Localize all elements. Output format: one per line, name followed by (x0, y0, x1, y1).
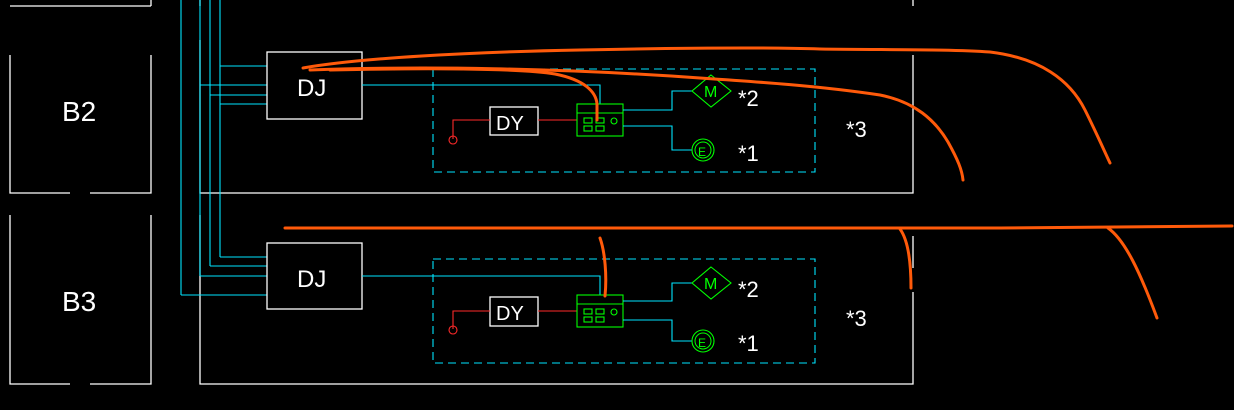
wire-motor-lower (623, 282, 692, 302)
controller-upper[interactable] (576, 103, 624, 137)
sensor-count-upper: *1 (738, 141, 759, 166)
power-line-upper (452, 119, 490, 139)
group-count-lower: *3 (846, 306, 867, 331)
markup-stroke-drop-center (898, 227, 913, 290)
power-terminal-lower (448, 325, 458, 335)
room-label-b3: B3 (62, 286, 96, 317)
wire-sensor-lower (623, 319, 692, 342)
distribution-box-lower-label: DJ (297, 266, 326, 293)
power-terminal-upper (448, 135, 458, 145)
motor-symbol-upper: M (704, 84, 717, 101)
markup-stroke-top-long (301, 46, 1112, 165)
room-outlines (9, 0, 914, 385)
power-unit-upper[interactable] (489, 106, 539, 136)
power-unit-upper-label: DY (496, 113, 524, 135)
motor-count-lower: *2 (738, 277, 759, 302)
sensor-icon-lower[interactable] (691, 329, 715, 353)
sensor-count-lower: *1 (738, 331, 759, 356)
floor-upper: DJ DY M *2 E *1 *3 (266, 51, 867, 173)
device-group-frame-upper (432, 68, 816, 173)
sensor-icon-upper-inner (694, 141, 712, 159)
markup-stroke-horizontal (283, 224, 1234, 230)
power-unit-lower-label: DY (496, 303, 524, 325)
room-label-b2: B2 (62, 96, 96, 127)
markup-stroke-drop-lower (598, 236, 608, 298)
room-b3-outline (9, 215, 152, 385)
power-line-lower (452, 310, 490, 329)
sensor-symbol-upper: E (698, 145, 706, 159)
motor-icon-lower[interactable] (691, 266, 732, 300)
room-b2-outline (9, 0, 152, 194)
motor-icon-upper[interactable] (691, 74, 732, 108)
enclosure-lower (199, 215, 914, 385)
floor-lower: DJ DY M *2 E *1 *3 (266, 242, 867, 364)
riser-wires (180, 0, 267, 296)
wire-motor-upper (623, 90, 692, 111)
sensor-icon-lower-inner (694, 332, 712, 350)
motor-symbol-lower: M (704, 276, 717, 293)
wire-sensor-upper (623, 125, 692, 151)
distribution-box-upper-label: DJ (297, 75, 326, 102)
motor-count-upper: *2 (738, 86, 759, 111)
sensor-symbol-lower: E (698, 336, 706, 350)
markup-strokes (283, 46, 1234, 320)
markup-stroke-to-controller (328, 67, 599, 122)
feed-dj-controller-upper (362, 84, 601, 104)
controller-lower[interactable] (576, 294, 624, 328)
group-count-upper: *3 (846, 117, 867, 142)
device-group-frame-lower (432, 258, 816, 364)
sensor-icon-upper[interactable] (691, 138, 715, 162)
feed-dj-controller-lower (362, 275, 601, 295)
markup-stroke-drop-right (1106, 226, 1159, 320)
